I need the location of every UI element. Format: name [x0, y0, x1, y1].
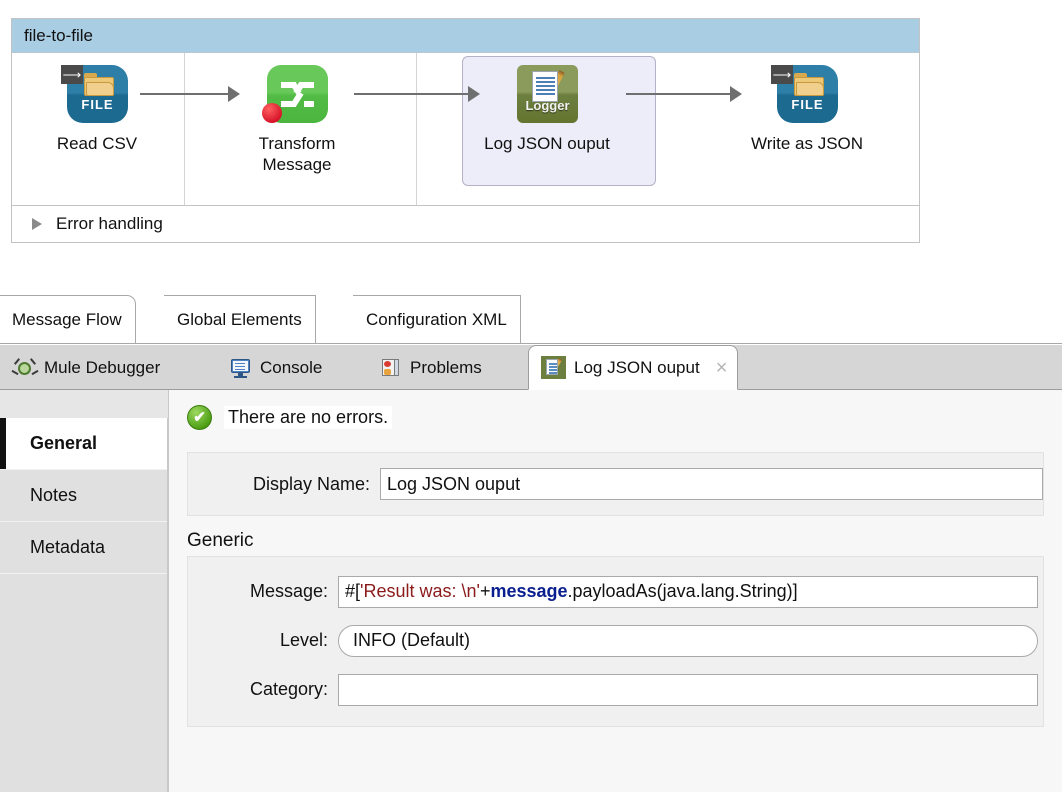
status-row: ✔ There are no errors.	[169, 390, 1062, 444]
problems-icon	[380, 357, 402, 379]
message-token-prefix: #[	[345, 581, 361, 601]
properties-content: ✔ There are no errors. Display Name: Log…	[168, 390, 1062, 792]
flow-node-label: Read CSV	[56, 134, 138, 153]
inbound-arrow-icon: ⟶	[61, 65, 83, 84]
view-tab-bar: Mule Debugger Console Problems Log JSON …	[0, 345, 1062, 390]
file-icon-text: FILE	[791, 97, 824, 112]
lane-divider	[416, 53, 417, 205]
lane-divider	[184, 53, 185, 205]
flow-node-transform-message[interactable]: Transform Message	[212, 65, 382, 175]
editor-tab-bar: Message Flow Global Elements Configurati…	[0, 288, 1062, 344]
sidebar-item-label: General	[30, 433, 98, 453]
tab-message-flow[interactable]: Message Flow	[0, 295, 136, 343]
logger-icon	[541, 356, 566, 379]
generic-group: Message: #['Result was: \n' + message.pa…	[187, 556, 1044, 727]
flow-node-write-as-json[interactable]: FILE ⟶ Write as JSON	[722, 65, 892, 154]
error-handling-label: Error handling	[56, 214, 163, 233]
message-token-suffix: .payloadAs(java.lang.String)]	[567, 581, 798, 601]
success-check-icon: ✔	[187, 404, 212, 430]
connector-line	[354, 93, 476, 95]
display-name-label: Display Name:	[252, 473, 370, 494]
level-row: Level: INFO (Default)	[188, 616, 1043, 665]
properties-panel: General Notes Metadata ✔ There are no er…	[0, 390, 1062, 792]
display-name-group: Display Name: Log JSON ouput	[187, 452, 1044, 516]
tab-console[interactable]: Console	[218, 345, 334, 390]
section-title-generic: Generic	[187, 530, 254, 551]
bug-icon	[11, 357, 39, 379]
flow-node-read-csv[interactable]: FILE ⟶ Read CSV	[12, 65, 182, 154]
arrow-head-icon	[730, 86, 742, 102]
connector-line	[626, 93, 738, 95]
sidebar-item-label: Notes	[30, 485, 78, 505]
tab-label: Message Flow	[12, 309, 122, 329]
flow-container: file-to-file FILE	[11, 18, 920, 243]
arrow-head-icon	[468, 86, 480, 102]
tab-configuration-xml[interactable]: Configuration XML	[353, 295, 521, 343]
tab-label: Configuration XML	[366, 309, 507, 329]
tab-label: Mule Debugger	[44, 357, 161, 377]
sidebar-item-general[interactable]: General	[0, 418, 167, 470]
status-message: There are no errors.	[224, 405, 393, 429]
tab-label: Console	[260, 357, 323, 377]
tab-label: Log JSON ouput	[574, 357, 700, 377]
display-name-input[interactable]: Log JSON ouput	[380, 468, 1043, 500]
category-label: Category:	[249, 679, 328, 699]
file-icon-text: FILE	[81, 97, 114, 112]
error-indicator-icon	[262, 103, 282, 123]
error-handling-section[interactable]: Error handling	[12, 205, 919, 242]
message-row: Message: #['Result was: \n' + message.pa…	[188, 567, 1043, 616]
message-input[interactable]: #['Result was: \n' + message.payloadAs(j…	[338, 575, 1038, 608]
logger-icon: Logger	[511, 65, 583, 127]
properties-sidebar: General Notes Metadata	[0, 418, 168, 792]
flow-body: FILE ⟶ Read CSV	[12, 53, 919, 205]
flow-canvas[interactable]: file-to-file FILE	[0, 0, 1062, 280]
level-select[interactable]: INFO (Default)	[338, 624, 1038, 657]
file-outbound-icon: FILE ⟶	[771, 65, 843, 127]
message-token-operator: +	[479, 581, 491, 601]
category-input[interactable]	[338, 673, 1038, 706]
sidebar-item-metadata[interactable]: Metadata	[0, 522, 167, 574]
flow-name-label: file-to-file	[24, 25, 93, 45]
transform-message-icon	[261, 65, 333, 127]
close-icon[interactable]: ×	[715, 356, 728, 379]
level-label: Level:	[279, 630, 328, 650]
tab-label: Problems	[410, 357, 482, 377]
tab-mule-debugger[interactable]: Mule Debugger	[2, 345, 172, 390]
flow-node-log-json-ouput[interactable]: Logger Log JSON ouput	[462, 65, 632, 154]
flow-node-label: Write as JSON	[750, 134, 864, 153]
flow-header[interactable]: file-to-file	[12, 19, 919, 53]
outbound-arrow-icon: ⟶	[771, 65, 793, 84]
console-icon	[230, 357, 252, 379]
connector-line	[140, 93, 236, 95]
tab-problems[interactable]: Problems	[368, 345, 494, 390]
category-row: Category:	[188, 665, 1043, 714]
tab-global-elements[interactable]: Global Elements	[164, 295, 316, 343]
message-token-string: 'Result was: \n'	[360, 581, 480, 601]
file-inbound-icon: FILE ⟶	[61, 65, 133, 127]
message-label: Message:	[249, 581, 328, 601]
arrow-head-icon	[228, 86, 240, 102]
chevron-right-icon[interactable]	[32, 218, 42, 230]
logger-icon-text: Logger	[525, 98, 570, 113]
flow-node-label: Transform Message	[258, 134, 336, 174]
tab-log-json-ouput[interactable]: Log JSON ouput ×	[528, 345, 739, 390]
flow-node-label: Log JSON ouput	[484, 134, 610, 153]
message-token-keyword: message	[490, 581, 568, 601]
display-name-row: Display Name: Log JSON ouput	[188, 467, 1043, 501]
sidebar-item-notes[interactable]: Notes	[0, 470, 167, 522]
sidebar-item-label: Metadata	[30, 537, 106, 557]
tab-label: Global Elements	[177, 309, 302, 329]
